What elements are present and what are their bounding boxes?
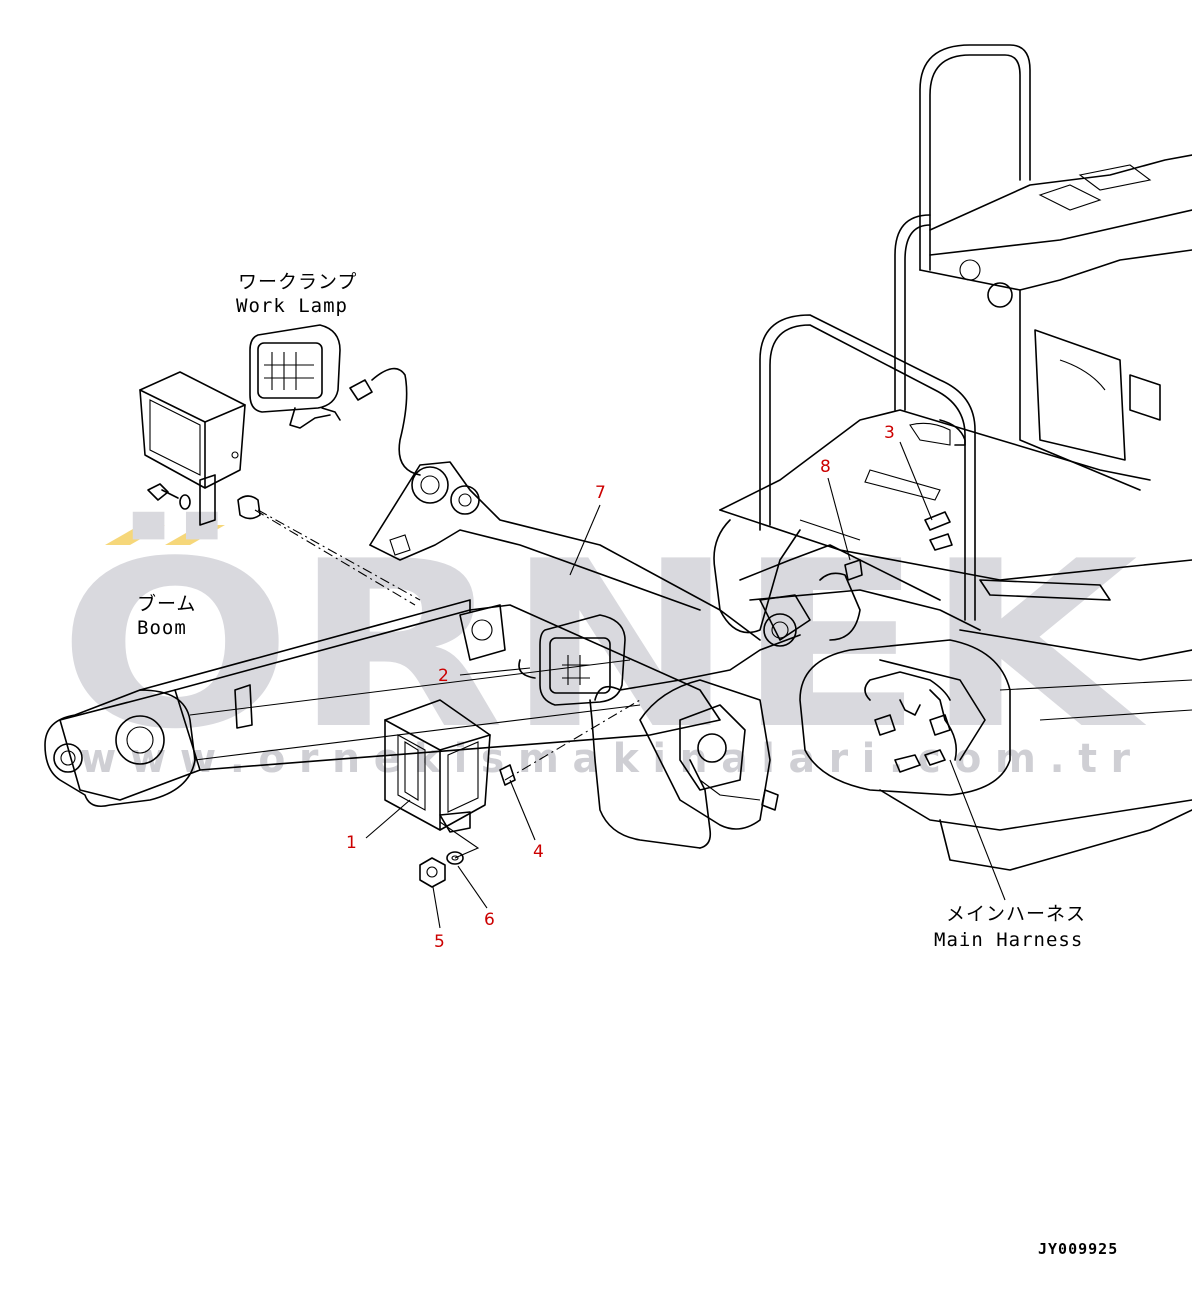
- callout-8: 8: [820, 457, 831, 477]
- watermark-accent-right: [165, 525, 225, 545]
- leader-7: [569, 504, 601, 576]
- callout-4: 4: [533, 842, 544, 862]
- callout-1: 1: [346, 833, 357, 853]
- work-lamp-part-2: [518, 614, 701, 849]
- leader-harness: [949, 759, 1006, 901]
- work-lamp-upper: [139, 324, 421, 601]
- leader-1: [365, 799, 411, 839]
- callout-3: 3: [884, 423, 895, 443]
- boom-label-en: Boom: [137, 617, 187, 639]
- leader-8: [827, 477, 851, 561]
- machine-body: [594, 44, 1192, 871]
- boom-assembly: [44, 461, 761, 808]
- callout-numbers: 1 2 3 4 5 6 7 8: [346, 423, 895, 952]
- leader-2: [459, 667, 531, 676]
- text-labels: ワークランプ Work Lamp ブーム Boom メインハーネス Main H…: [137, 271, 1118, 1258]
- leader-6: [457, 865, 488, 909]
- work-lamp-label-jp: ワークランプ: [238, 271, 357, 293]
- lamp-cover-part-1: [384, 699, 641, 888]
- leader-lines: [365, 441, 1006, 929]
- work-lamp-label-en: Work Lamp: [236, 295, 348, 317]
- boom-label-jp: ブーム: [137, 592, 196, 615]
- leader-4: [509, 779, 536, 841]
- watermark-accent-left: [105, 525, 165, 545]
- leader-3: [899, 441, 933, 521]
- watermark-url: w w w . o r n e k i s m a k i n a l a r …: [80, 736, 1130, 782]
- callout-6: 6: [484, 910, 495, 930]
- harness-label-jp: メインハーネス: [946, 903, 1086, 925]
- callout-7: 7: [595, 483, 606, 503]
- callout-5: 5: [434, 932, 445, 952]
- leader-5: [432, 886, 441, 929]
- harness-label-en: Main Harness: [934, 929, 1083, 951]
- callout-2: 2: [438, 666, 449, 686]
- drawing-code: JY009925: [1038, 1240, 1118, 1258]
